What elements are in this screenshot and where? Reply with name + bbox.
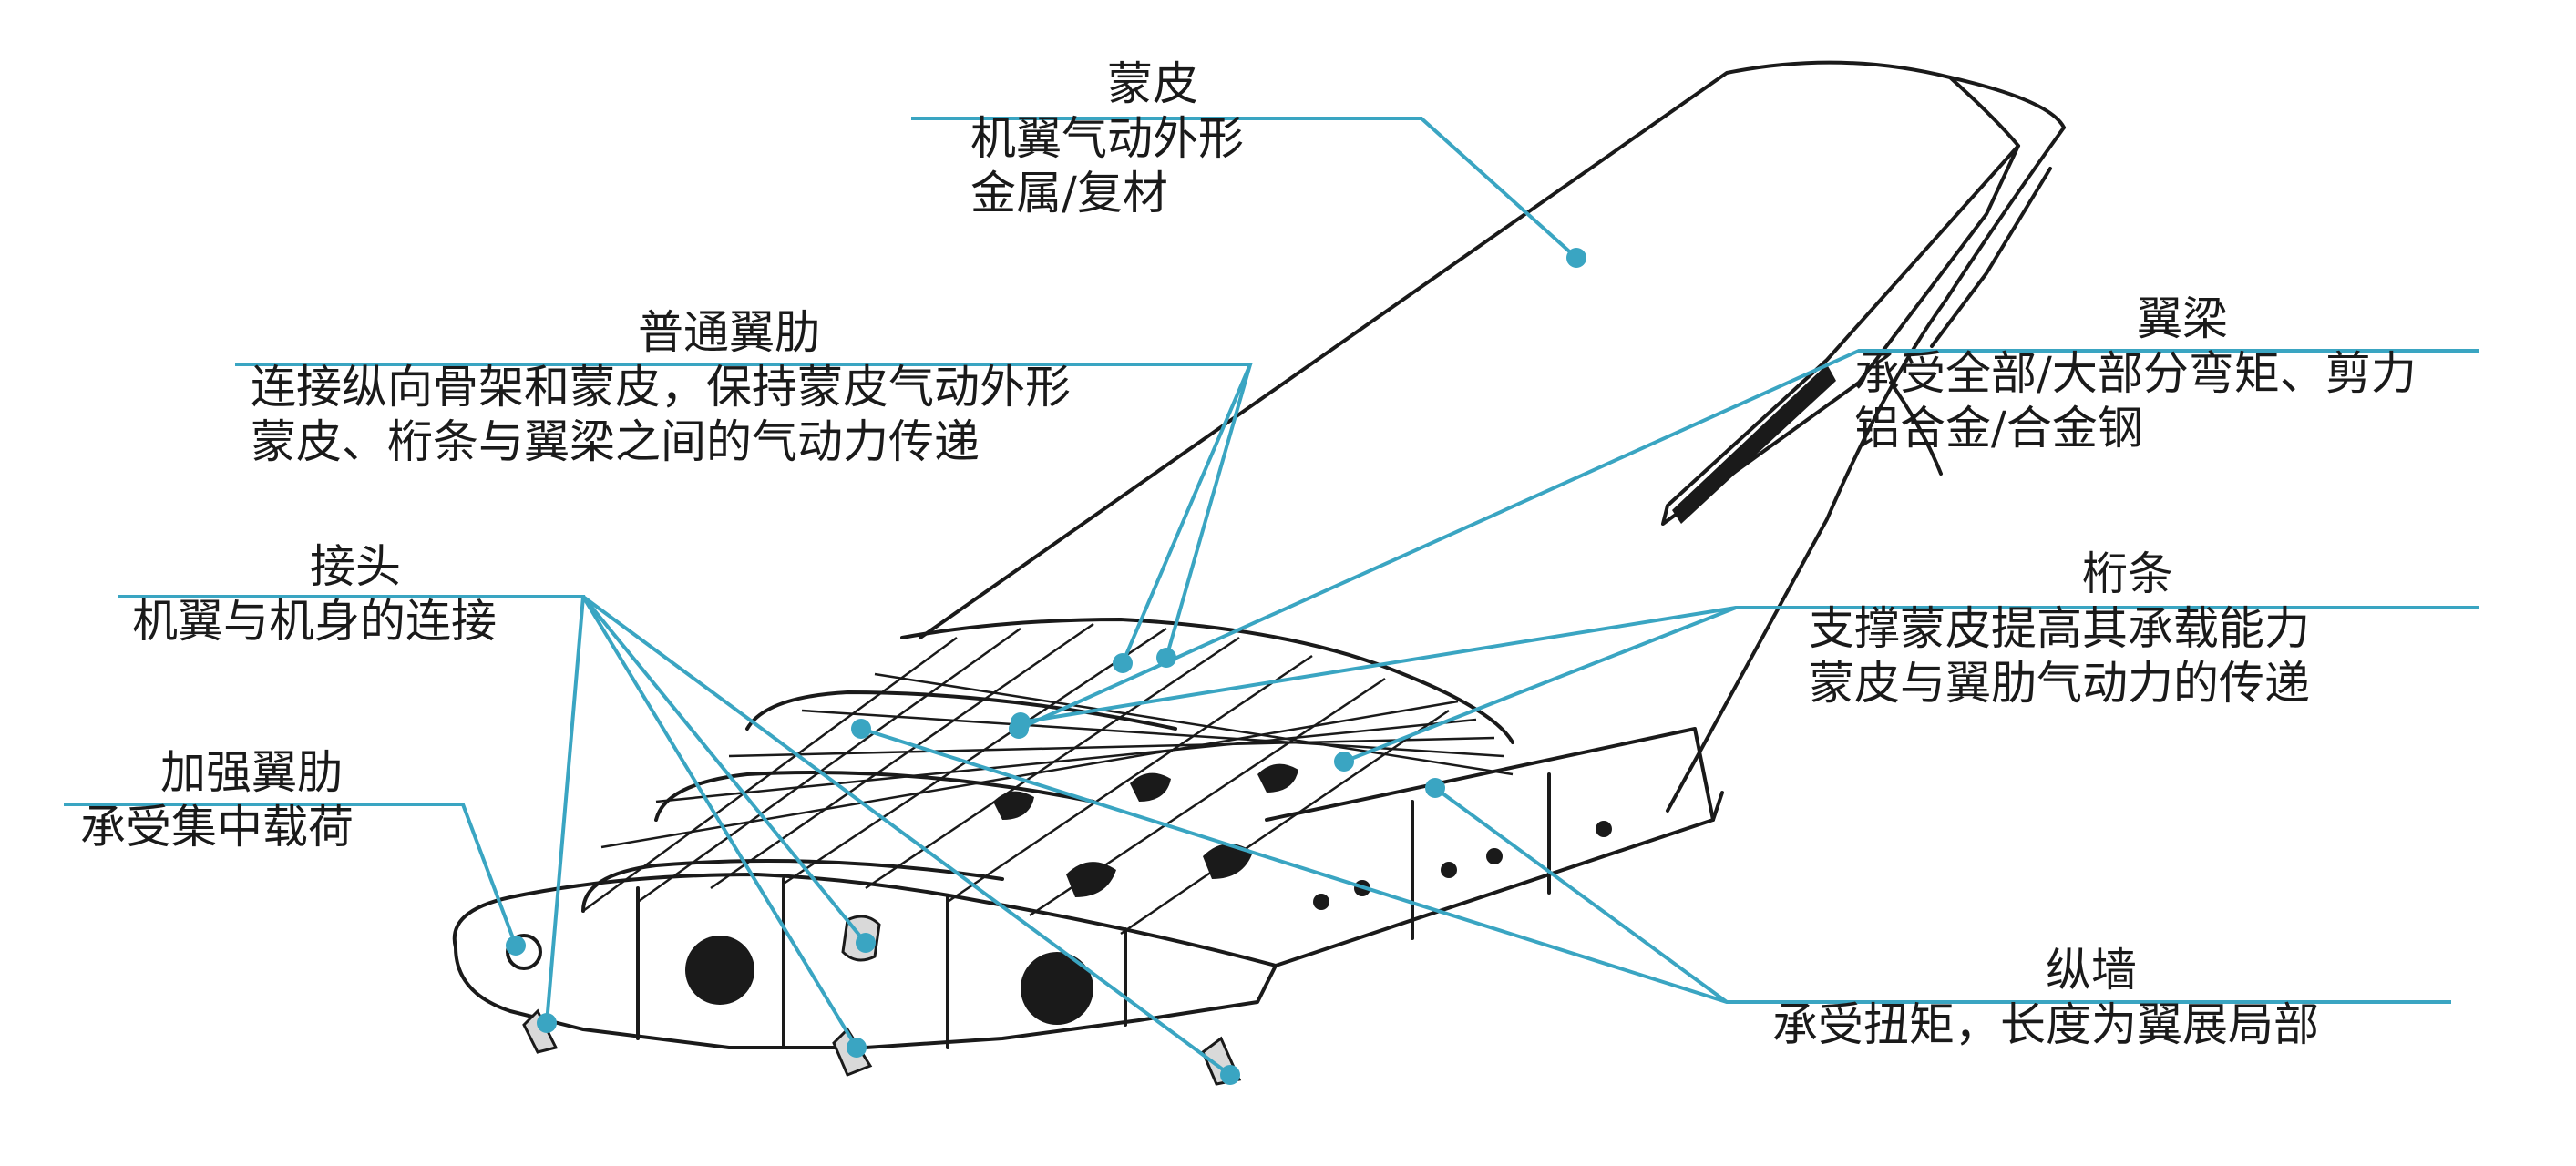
callout-longitudinal-wall-line-1: 承受扭矩，长度为翼展局部 bbox=[1772, 998, 2319, 1051]
joint-leader-dot-3 bbox=[847, 1038, 867, 1058]
callout-skin-title: 蒙皮 bbox=[1107, 57, 1198, 110]
callout-spar-line-2: 铝合金/合金钢 bbox=[1854, 402, 2143, 455]
callout-normal-rib-line-1: 连接纵向骨架和蒙皮，保持蒙皮气动外形 bbox=[251, 361, 1071, 414]
callout-spar-line-1: 承受全部/大部分弯矩、剪力 bbox=[1854, 347, 2417, 400]
callout-spar: 翼梁 承受全部/大部分弯矩、剪力 铝合金/合金钢 bbox=[1854, 292, 2417, 455]
exposed-structure-drawing bbox=[452, 618, 1724, 1086]
callout-stringer-line-1: 支撑蒙皮提高其承载能力 bbox=[1809, 602, 2310, 655]
callout-skin-line-2: 金属/复材 bbox=[970, 167, 1168, 220]
callout-stringer-title: 桁条 bbox=[2082, 547, 2173, 600]
joint-leader-dot-4 bbox=[1220, 1065, 1240, 1085]
joint-leader-dot-1 bbox=[537, 1013, 557, 1033]
callout-skin-line-1: 机翼气动外形 bbox=[970, 112, 1244, 165]
callout-longitudinal-wall: 纵墙 承受扭矩，长度为翼展局部 bbox=[1772, 943, 2319, 1052]
normal-rib-leader-dot-1 bbox=[1113, 653, 1133, 673]
callout-joint-line-1: 机翼与机身的连接 bbox=[132, 595, 497, 648]
stringer-leader-dot-1 bbox=[1011, 712, 1031, 732]
callout-stringer-line-2: 蒙皮与翼肋气动力的传递 bbox=[1809, 657, 2310, 710]
callout-reinforced-rib: 加强翼肋 承受集中载荷 bbox=[80, 745, 354, 854]
spar-leader bbox=[1018, 349, 2479, 731]
callout-normal-rib-line-2: 蒙皮、桁条与翼梁之间的气动力传递 bbox=[251, 415, 980, 468]
callout-normal-rib-title: 普通翼肋 bbox=[638, 306, 820, 359]
callout-normal-rib: 普通翼肋 连接纵向骨架和蒙皮，保持蒙皮气动外形 蒙皮、桁条与翼梁之间的气动力传递 bbox=[251, 305, 1071, 469]
longitudinal-wall-leader-dot-1 bbox=[851, 719, 871, 739]
longitudinal-wall-leader-dot-2 bbox=[1425, 778, 1445, 798]
callout-spar-title: 翼梁 bbox=[2137, 292, 2228, 345]
skin-leader bbox=[911, 117, 1578, 260]
wing-skin-drawing bbox=[919, 60, 2066, 813]
skin-leader-dot bbox=[1566, 248, 1586, 268]
callout-stringer: 桁条 支撑蒙皮提高其承载能力 蒙皮与翼肋气动力的传递 bbox=[1809, 547, 2310, 711]
reinforced-rib-leader-dot bbox=[506, 936, 526, 956]
callout-joint: 接头 机翼与机身的连接 bbox=[132, 539, 497, 649]
reinforced-rib-leader bbox=[64, 803, 518, 946]
joint-leader-dot-2 bbox=[856, 933, 876, 953]
callout-reinforced-rib-title: 加强翼肋 bbox=[160, 746, 343, 799]
stringer-leader-dot-2 bbox=[1334, 752, 1354, 772]
callout-skin: 蒙皮 机翼气动外形 金属/复材 bbox=[970, 56, 1244, 220]
callout-reinforced-rib-line-1: 承受集中载荷 bbox=[80, 801, 354, 854]
callout-longitudinal-wall-title: 纵墙 bbox=[2046, 944, 2137, 997]
callout-joint-title: 接头 bbox=[310, 540, 401, 593]
